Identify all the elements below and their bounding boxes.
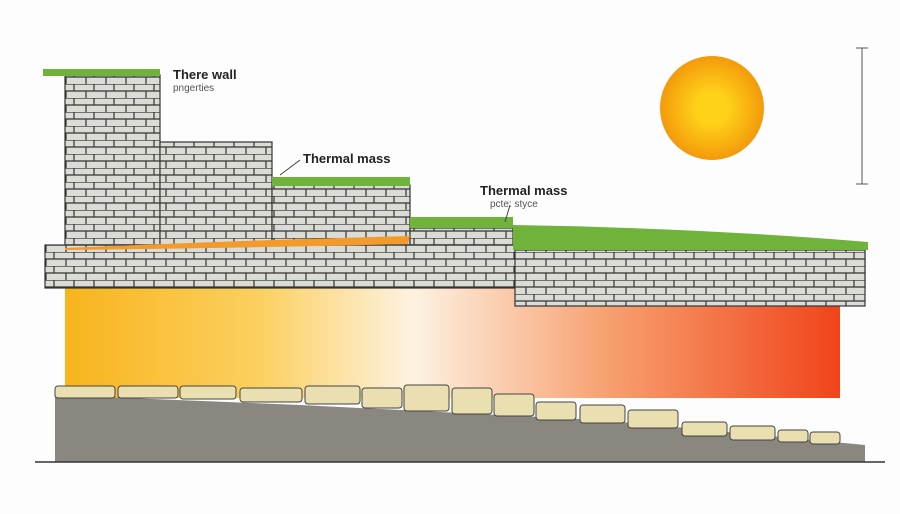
ground (35, 395, 885, 463)
grass (43, 69, 868, 250)
stone-wall (44, 74, 866, 307)
scale-bar (856, 47, 868, 185)
thermal-mass-label-1: Thermal mass (303, 151, 391, 166)
thermal-mass-label-2: Thermal mass (480, 183, 568, 198)
thermal-mass-sublabel: pcte: styce (490, 199, 538, 210)
sun-icon (660, 56, 764, 160)
foundation-slabs (54, 384, 841, 445)
wall-title-label: There wall (173, 67, 237, 82)
leader-lines (279, 159, 511, 223)
wall-subtitle-label: pngerties (173, 83, 215, 94)
